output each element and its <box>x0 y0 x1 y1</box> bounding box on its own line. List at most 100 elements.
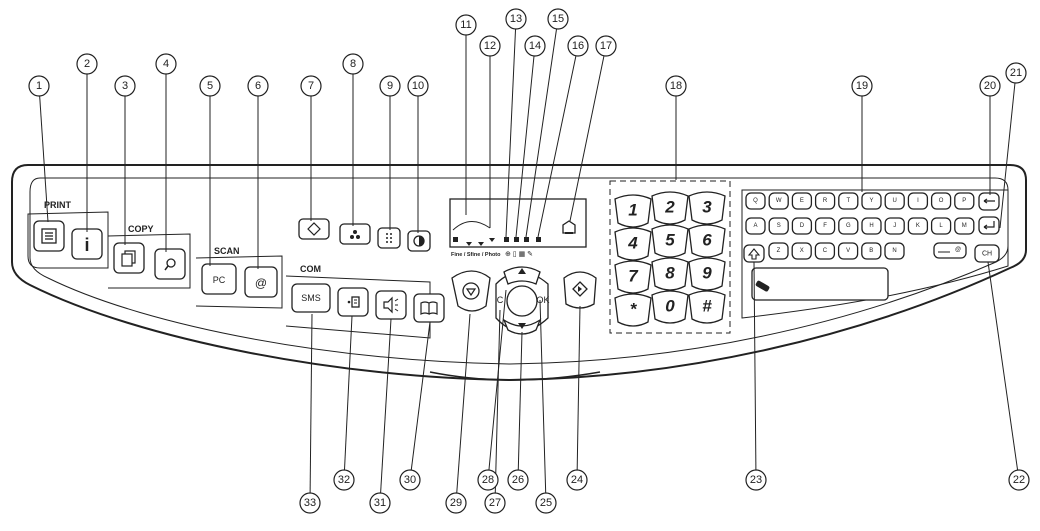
callout-19: 19 <box>851 75 873 97</box>
stop-button[interactable] <box>451 270 491 312</box>
keyboard-key[interactable] <box>837 242 859 260</box>
nav-up-button[interactable] <box>503 266 541 285</box>
callout-15: 15 <box>547 8 569 30</box>
copy-zoom-button[interactable] <box>154 248 186 280</box>
key-7[interactable] <box>298 218 330 240</box>
enter-key[interactable] <box>978 216 1000 235</box>
keyboard-key-label: N <box>892 248 896 254</box>
start-diamond-icon <box>572 281 588 297</box>
numpad-key[interactable] <box>651 191 689 225</box>
numpad-key[interactable] <box>614 260 652 294</box>
numpad-key[interactable] <box>651 290 689 324</box>
numpad-key[interactable] <box>688 191 726 225</box>
keyboard-key-label: S <box>777 223 781 229</box>
keyboard-key-label: B <box>869 248 873 254</box>
callout-4: 4 <box>155 53 177 75</box>
callout-number: 14 <box>529 40 541 52</box>
ch-key[interactable] <box>974 244 1000 263</box>
callout-5: 5 <box>199 75 221 97</box>
keyboard-key-label: I <box>917 198 919 204</box>
callout-number: 27 <box>489 497 501 509</box>
callout-22: 22 <box>1008 469 1030 491</box>
numpad-key[interactable] <box>688 290 726 324</box>
keyboard-key[interactable] <box>814 192 836 210</box>
numpad-key[interactable] <box>688 257 726 291</box>
stop-icon <box>462 282 480 300</box>
scan-email-label: @ <box>255 276 267 290</box>
memo-button[interactable] <box>337 287 369 317</box>
keyboard-key[interactable] <box>814 217 836 235</box>
keyboard-key[interactable] <box>838 217 859 235</box>
keyboard-key-label: V <box>846 248 850 254</box>
callout-10: 10 <box>407 75 429 97</box>
numpad-key[interactable] <box>614 227 652 261</box>
callout-number: 11 <box>460 19 471 31</box>
keyboard-key[interactable] <box>768 217 789 235</box>
keyboard-key-label: U <box>893 198 897 204</box>
keyboard-key[interactable] <box>930 192 952 210</box>
callout-number: 24 <box>571 474 583 486</box>
com-label: COM <box>300 264 321 274</box>
numpad-frame <box>609 180 731 334</box>
keyboard-key[interactable] <box>884 242 905 260</box>
keyboard-key[interactable] <box>791 217 813 235</box>
keyboard-key[interactable] <box>907 192 929 210</box>
numpad-key[interactable] <box>651 257 689 291</box>
numpad-key[interactable] <box>688 224 726 258</box>
keyboard-key[interactable] <box>954 217 975 235</box>
keyboard-key[interactable] <box>930 217 952 235</box>
callout-2: 2 <box>76 53 98 75</box>
keyboard-key[interactable] <box>954 192 975 210</box>
callout-17: 17 <box>595 35 617 57</box>
scan-email-button[interactable] <box>244 266 278 298</box>
callout-11: 11 <box>455 14 477 36</box>
scan-pc-button[interactable] <box>201 263 237 295</box>
enter-icon <box>983 221 995 230</box>
numpad-key-label: 0 <box>665 297 675 316</box>
callout-18: 18 <box>665 75 687 97</box>
callout-number: 28 <box>482 474 494 486</box>
keyboard-key-label: Q <box>753 198 758 204</box>
numpad-key[interactable] <box>651 224 689 258</box>
callout-27: 27 <box>484 492 506 514</box>
keyboard-key[interactable] <box>791 242 812 260</box>
numpad-key[interactable] <box>614 293 652 327</box>
callout-31: 31 <box>369 492 391 514</box>
numpad-key-label: 8 <box>665 264 675 283</box>
print-label: PRINT <box>44 200 72 210</box>
keyboard-key[interactable] <box>884 192 905 210</box>
keyboard-key[interactable] <box>884 217 905 235</box>
leader-lines <box>38 18 1020 504</box>
keyboard-key[interactable] <box>768 192 789 210</box>
keyboard-key[interactable] <box>907 217 929 235</box>
callout-number: 23 <box>750 474 762 486</box>
keyboard-key[interactable] <box>861 242 882 260</box>
keyboard-key[interactable] <box>861 192 882 210</box>
callout-number: 10 <box>412 80 424 92</box>
keyboard-key[interactable] <box>745 192 766 210</box>
speaker-icon <box>383 296 399 314</box>
keyboard-key[interactable] <box>814 242 836 260</box>
numpad-key-label: 2 <box>664 198 675 217</box>
keyboard-key[interactable] <box>861 217 882 235</box>
key-9[interactable] <box>377 227 401 249</box>
callout-16: 16 <box>567 35 589 57</box>
callout-number: 1 <box>36 80 42 92</box>
keyboard-key[interactable] <box>838 192 859 210</box>
contrast-icon <box>413 235 425 247</box>
speaker-button[interactable] <box>375 290 407 320</box>
keyboard-key[interactable] <box>768 242 789 260</box>
numpad-key[interactable] <box>614 194 652 228</box>
keyboard-key-label: R <box>823 198 828 204</box>
clear-label: C <box>497 295 504 305</box>
callout-number: 2 <box>84 58 90 70</box>
space-key[interactable] <box>933 242 967 259</box>
info-icon: i <box>84 235 89 255</box>
keyboard-key[interactable] <box>791 192 813 210</box>
sms-button[interactable] <box>291 283 331 313</box>
nav-center-button[interactable] <box>506 285 538 317</box>
menu-icon <box>41 228 57 244</box>
arrow-up-icon <box>518 268 526 274</box>
keyboard-key[interactable] <box>745 217 766 235</box>
